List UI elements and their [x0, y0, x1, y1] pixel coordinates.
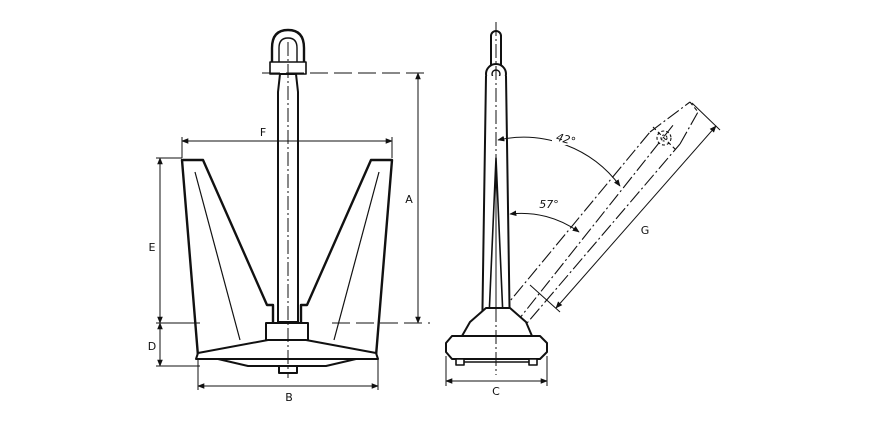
angle-57-label: 57°	[539, 198, 559, 211]
dim-g	[529, 102, 721, 313]
label-g: G	[641, 224, 650, 237]
label-a: A	[405, 193, 413, 206]
label-d: D	[148, 340, 156, 353]
side-crown	[461, 307, 533, 337]
front-view	[180, 28, 394, 374]
dim-g-line	[555, 125, 717, 309]
tilted-anchor-outline	[485, 101, 699, 344]
arc-57	[509, 210, 580, 233]
angle-arcs	[497, 135, 621, 233]
label-f: F	[260, 126, 266, 139]
front-centerlines	[262, 42, 430, 378]
base-plate	[195, 339, 379, 360]
label-b: B	[285, 391, 293, 404]
label-e: E	[149, 241, 156, 254]
right-fluke	[299, 158, 394, 358]
left-fluke	[180, 158, 275, 358]
front-dimensions	[156, 72, 421, 390]
crown-block	[265, 322, 309, 342]
label-c: C	[492, 385, 500, 398]
dim-c	[445, 356, 548, 386]
